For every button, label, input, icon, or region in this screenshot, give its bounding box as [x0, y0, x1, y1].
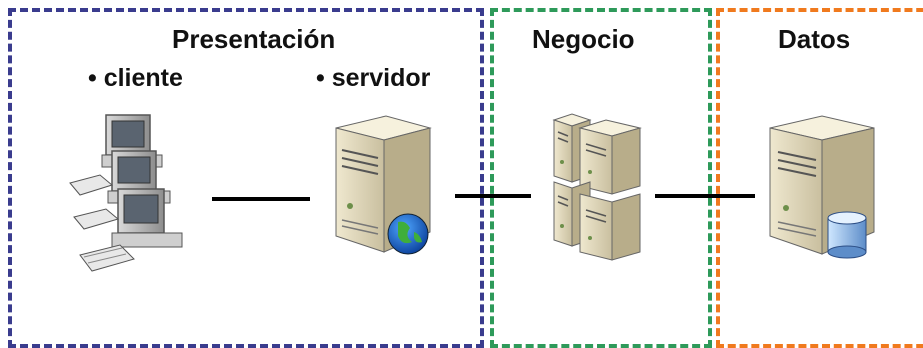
database-server-icon [769, 115, 875, 259]
label-servidor: • servidor [316, 64, 431, 92]
connector-client-server [212, 197, 310, 201]
zone-title-datos: Datos [778, 24, 851, 54]
connector-server-negocio [455, 194, 531, 198]
application-server-cluster-icon [552, 113, 642, 261]
web-server-icon [335, 115, 432, 255]
label-cliente: • cliente [88, 64, 183, 92]
client-computers-icon [69, 114, 183, 272]
zone-title-negocio: Negocio [532, 24, 635, 54]
connector-negocio-datos [655, 194, 755, 198]
zone-title-presentacion: Presentación [172, 24, 336, 54]
